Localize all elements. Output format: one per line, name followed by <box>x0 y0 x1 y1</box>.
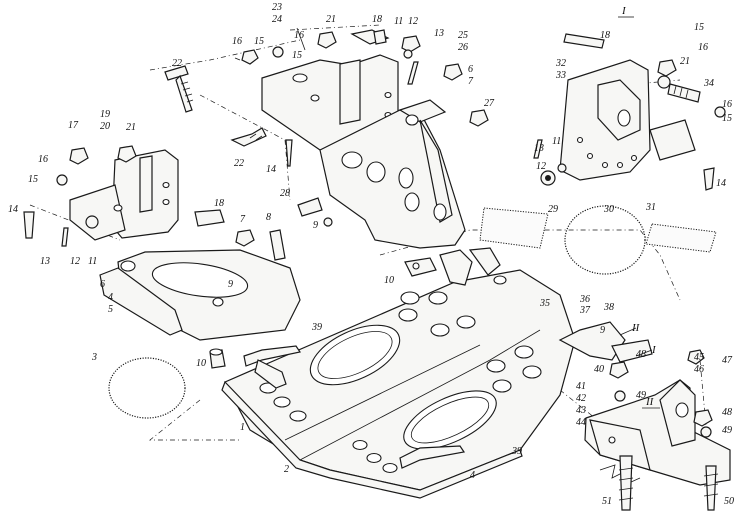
centre-support <box>319 99 501 286</box>
callout-c5: 5 <box>108 304 113 315</box>
callout-c17: 17 <box>68 120 79 131</box>
callout-c16b: 16 <box>232 36 242 47</box>
callout-c10: 10 <box>384 275 394 286</box>
callout-c15c: 15 <box>292 50 302 61</box>
callout-c43: 43 <box>576 405 586 416</box>
callout-c26: 26 <box>458 42 468 53</box>
floor-plate <box>221 269 576 499</box>
left-side-rail <box>99 249 301 369</box>
callout-c46: 46 <box>694 364 704 375</box>
callout-c15b: 15 <box>254 36 264 47</box>
view-label-I: I <box>621 5 627 17</box>
callout-c16e: 16 <box>722 99 732 110</box>
part-callouts: 1234546677899910101111111212121313131414… <box>8 2 734 507</box>
callout-c30: 30 <box>603 204 614 215</box>
callout-c50: 50 <box>724 496 734 507</box>
callout-c28: 28 <box>280 188 290 199</box>
callout-c15: 15 <box>28 174 38 185</box>
callout-c3: 3 <box>91 352 97 363</box>
callout-c16: 16 <box>38 154 48 165</box>
callout-c11c: 11 <box>552 136 561 147</box>
callout-c13c: 13 <box>534 143 544 154</box>
callout-c9: 9 <box>228 279 233 290</box>
callout-c23: 23 <box>272 2 282 13</box>
fasteners <box>23 29 726 511</box>
callout-c14c: 14 <box>716 178 726 189</box>
callout-c13: 13 <box>40 256 50 267</box>
callout-c51: 51 <box>602 496 612 507</box>
callout-c16d: 16 <box>698 42 708 53</box>
callout-c37: 37 <box>579 305 591 316</box>
callout-c1: 1 <box>240 422 245 433</box>
callout-c15e: 15 <box>722 113 732 124</box>
callout-c12c: 12 <box>536 161 546 172</box>
callout-c25: 25 <box>458 30 468 41</box>
bracket-view-I <box>559 59 696 181</box>
callout-c21c: 21 <box>680 56 690 67</box>
callout-c18b: 18 <box>372 14 382 25</box>
callout-c49: 49 <box>636 390 646 401</box>
callout-c11: 11 <box>88 256 97 267</box>
callout-c38: 38 <box>603 302 614 313</box>
callout-c34: 34 <box>703 78 714 89</box>
callout-c33: 33 <box>555 70 566 81</box>
callout-c8: 8 <box>266 212 271 223</box>
callout-c40: 40 <box>594 364 604 375</box>
view-label-II: II <box>645 396 655 408</box>
callout-c21b: 21 <box>326 14 336 25</box>
callout-c49b: 49 <box>722 425 732 436</box>
callout-c48b: 48 <box>722 407 732 418</box>
callout-c41: 41 <box>576 381 586 392</box>
callout-c9c: 9 <box>600 325 605 336</box>
callout-c13b: 13 <box>434 28 444 39</box>
callout-c29: 29 <box>548 204 558 215</box>
callout-c15d: 15 <box>694 22 704 33</box>
callout-c6: 6 <box>100 279 105 290</box>
callout-c11b: 11 <box>394 16 403 27</box>
upper-middle-bracket <box>261 54 399 151</box>
callout-c32: 32 <box>555 58 566 69</box>
callout-c48: 48 <box>636 349 646 360</box>
callout-c14b: 14 <box>266 164 276 175</box>
callout-c20: 20 <box>100 121 110 132</box>
callout-c9b: 9 <box>313 220 318 231</box>
callout-c6b: 6 <box>468 64 473 75</box>
callout-c18: 18 <box>214 198 224 209</box>
callout-c27: 27 <box>484 98 495 109</box>
callout-c19: 19 <box>100 109 110 120</box>
callout-c2: 2 <box>284 464 289 475</box>
callout-c39b: 39 <box>511 446 522 457</box>
callout-c47: 47 <box>722 355 733 366</box>
callout-c21: 21 <box>126 122 136 133</box>
view-markers: I I II II <box>618 5 660 409</box>
bracket-view-I-holes <box>576 136 638 169</box>
callout-c7b: 7 <box>468 76 474 87</box>
callout-c22b: 22 <box>234 158 244 169</box>
callout-c39: 39 <box>311 322 322 333</box>
callout-c4: 4 <box>108 292 113 303</box>
callout-c7: 7 <box>240 214 246 225</box>
callout-c4b: 4 <box>470 470 475 481</box>
callout-c45: 45 <box>694 352 704 363</box>
callout-c42: 42 <box>576 393 586 404</box>
callout-c35: 35 <box>539 298 550 309</box>
hinge-hardware <box>243 257 653 469</box>
callout-c24: 24 <box>272 14 282 25</box>
callout-c22: 22 <box>172 58 182 69</box>
callout-c10b: 10 <box>196 358 206 369</box>
upper-left-bracket <box>69 149 179 241</box>
callout-c12: 12 <box>70 256 80 267</box>
callout-c18c: 18 <box>600 30 610 41</box>
callout-c44: 44 <box>576 417 586 428</box>
gaskets <box>108 205 717 419</box>
callout-c36: 36 <box>579 294 590 305</box>
callout-c12b: 12 <box>408 16 418 27</box>
callout-c16c: 16 <box>294 30 304 41</box>
callout-c14: 14 <box>8 204 18 215</box>
nuts <box>56 31 726 438</box>
view-label-I-section: I <box>651 344 657 356</box>
callout-c31: 31 <box>645 202 656 213</box>
